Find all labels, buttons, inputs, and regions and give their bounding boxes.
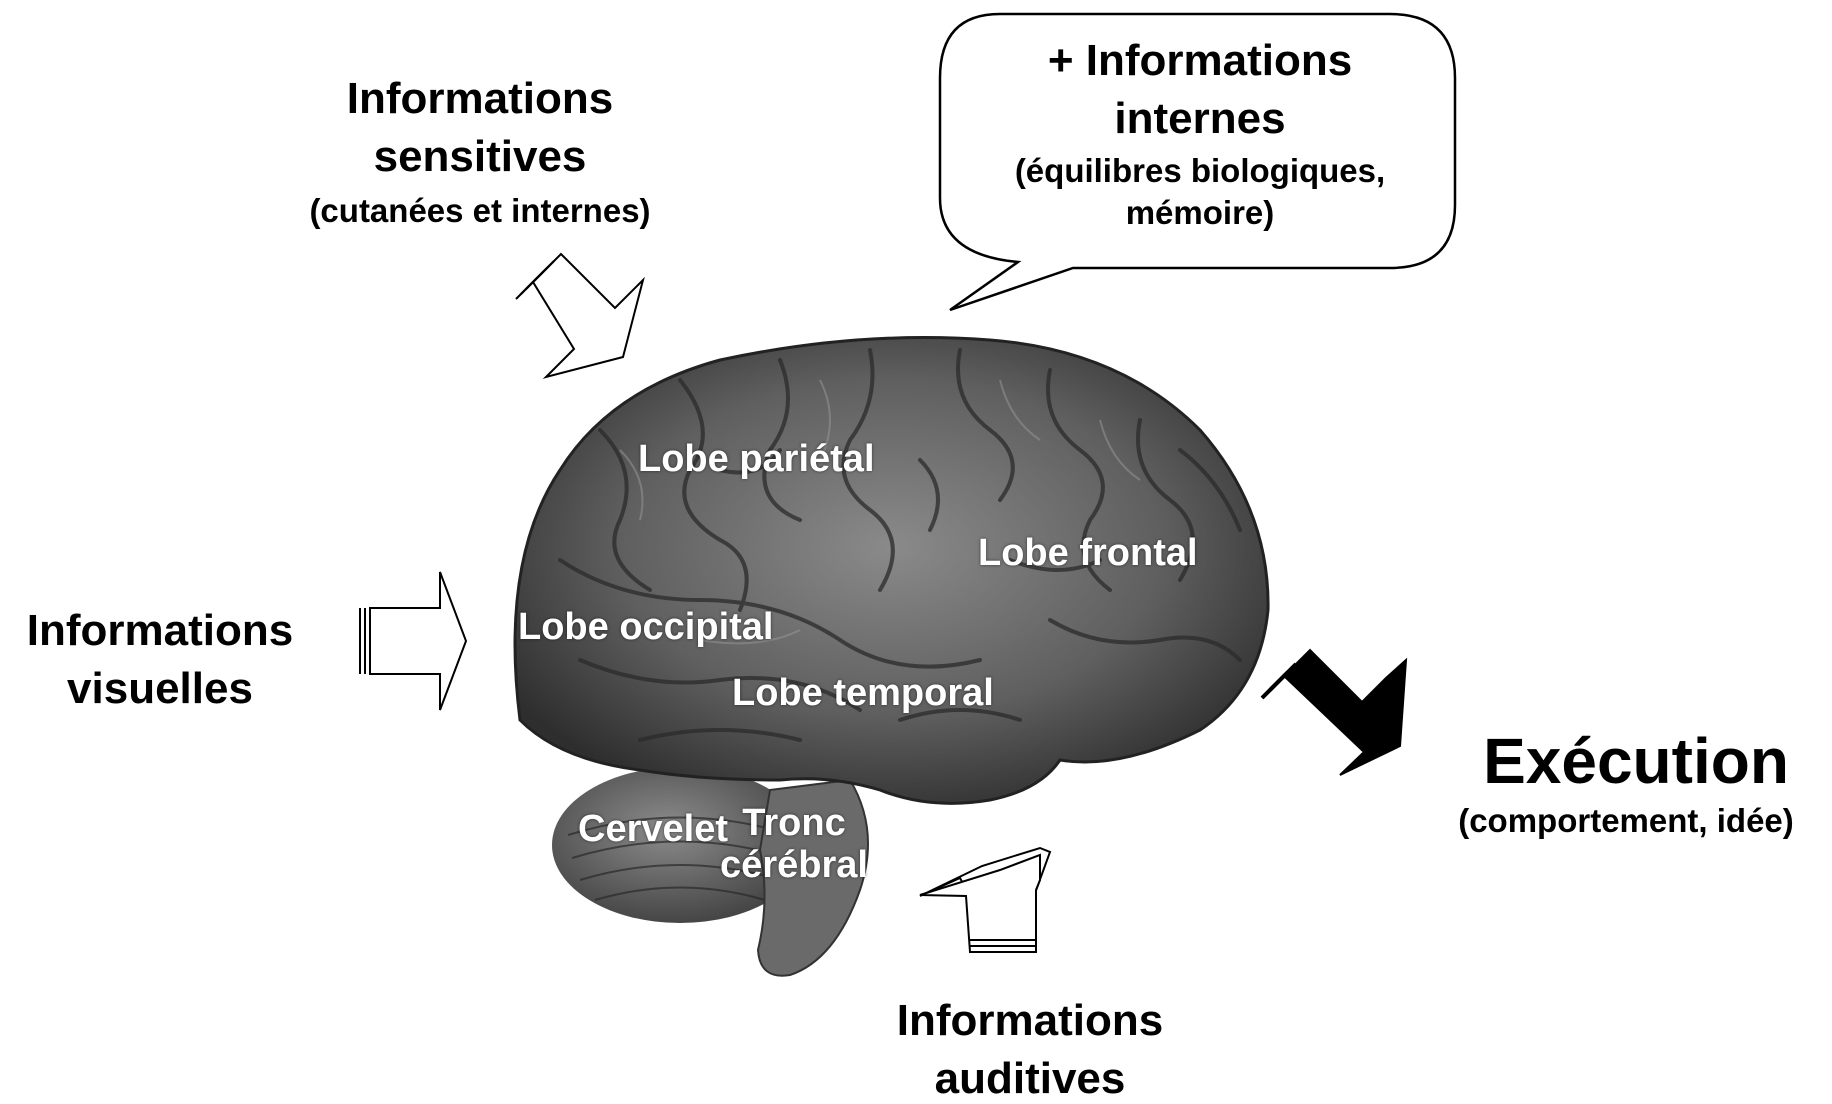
internal-info-title: + Informations internes [960, 32, 1440, 148]
internal-info-line2: internes [1114, 94, 1286, 143]
internal-info-subtitle-line2: mémoire) [1125, 194, 1275, 231]
visual-info-line1: Informations [26, 606, 294, 655]
visual-info-title: Informations visuelles [0, 602, 320, 718]
internal-info-subtitle: (équilibres biologiques, mémoire) [960, 150, 1440, 234]
execution-subtitle: (comportement, idée) [1458, 802, 1794, 839]
sensitive-info-line1: Informations [346, 74, 614, 123]
auditory-info-title: Informations auditives [840, 992, 1220, 1104]
visual-info-line2: visuelles [67, 664, 253, 713]
speech-bubble [938, 12, 1457, 312]
brainstem-shape [756, 778, 869, 977]
label-brainstem-line1: Tronc [742, 802, 846, 844]
arrow-sensitive-info [515, 252, 645, 379]
execution-title: Exécution [1483, 725, 1789, 797]
arrow-visual-info [359, 571, 468, 711]
cerebrum-shape [513, 336, 1270, 805]
sensitive-info-line2: sensitives [373, 132, 587, 181]
auditory-info-line1: Informations [896, 996, 1164, 1045]
cerebellum-shape [552, 767, 808, 923]
label-brainstem-line2: cérébral [720, 844, 868, 886]
label-temporal-lobe: Lobe temporal [732, 672, 994, 714]
label-parietal-lobe: Lobe pariétal [638, 438, 875, 480]
label-brainstem: Tronc cérébral [694, 802, 894, 886]
label-occipital-lobe: Lobe occipital [518, 606, 774, 648]
arrow-execution [1260, 648, 1408, 776]
internal-info-line1: + Informations [1047, 36, 1353, 85]
arrow-auditory-info [919, 846, 1052, 953]
internal-info-subtitle-line1: (équilibres biologiques, [1014, 152, 1386, 189]
sensitive-info-subtitle: (cutanées et internes) [309, 192, 651, 229]
label-cerebellum: Cervelet [578, 808, 728, 850]
auditory-info-line2: auditives [934, 1054, 1126, 1103]
label-frontal-lobe: Lobe frontal [978, 532, 1198, 574]
sensitive-info-title: Informations sensitives [300, 70, 660, 186]
